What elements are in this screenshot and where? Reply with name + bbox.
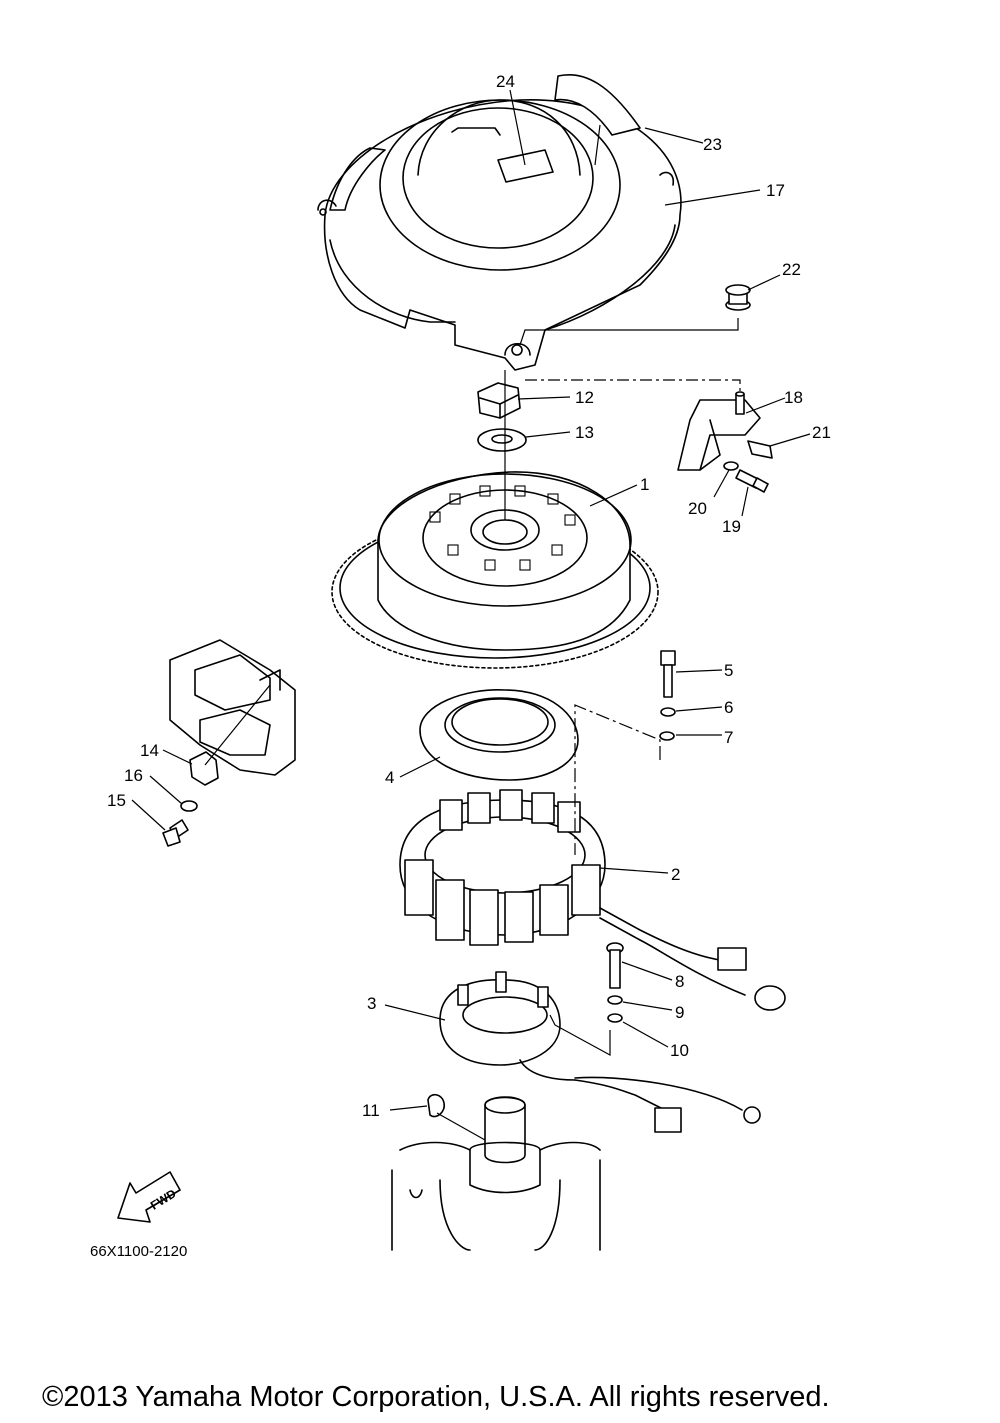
callout-7: 7 xyxy=(724,728,733,747)
callout-13: 13 xyxy=(575,423,594,442)
washer-6 xyxy=(660,707,676,717)
screw-15 xyxy=(162,819,189,847)
callout-24: 24 xyxy=(496,72,515,91)
leader-lines xyxy=(131,89,811,1141)
callout-17: 17 xyxy=(766,181,785,200)
plate-outline xyxy=(169,639,296,776)
flywheel-cover xyxy=(317,99,682,371)
callout-21: 21 xyxy=(812,423,831,442)
clip-21 xyxy=(747,440,773,459)
crankcase xyxy=(391,1096,601,1251)
callout-4: 4 xyxy=(385,768,394,787)
callout-1: 1 xyxy=(640,475,649,494)
callout-3: 3 xyxy=(367,994,376,1013)
callout-11: 11 xyxy=(362,1101,380,1120)
flywheel-1 xyxy=(331,471,659,669)
bracket-18 xyxy=(677,391,761,471)
washer-13 xyxy=(477,428,527,452)
bracket-14 xyxy=(189,751,219,786)
bolt-19 xyxy=(735,469,769,493)
washer-9 xyxy=(607,995,623,1005)
callout-9: 9 xyxy=(675,1003,684,1022)
copyright: ©2013 Yamaha Motor Corporation, U.S.A. A… xyxy=(42,1381,830,1413)
pulser-coil-3 xyxy=(439,971,761,1133)
nut-12 xyxy=(477,382,521,419)
callout-16: 16 xyxy=(124,766,143,785)
callout-5: 5 xyxy=(724,661,733,680)
callout-15: 15 xyxy=(107,791,126,810)
fwd-arrow: FWD xyxy=(117,1171,181,1223)
ring-4 xyxy=(419,689,579,781)
key-11 xyxy=(427,1093,446,1118)
screw-8 xyxy=(606,942,624,989)
washer-10 xyxy=(607,1013,623,1023)
callout-18: 18 xyxy=(784,388,803,407)
washer-20 xyxy=(723,461,739,471)
callout-19: 19 xyxy=(722,517,741,536)
callout-2: 2 xyxy=(671,865,680,884)
grommet-22 xyxy=(725,284,751,311)
callout-10: 10 xyxy=(670,1041,689,1060)
label-24 xyxy=(497,149,554,183)
callout-20: 20 xyxy=(688,499,707,518)
stator-2 xyxy=(399,789,786,1011)
callouts: 24 23 17 22 12 18 13 21 1 20 19 5 6 7 14… xyxy=(107,72,831,1120)
washer-7 xyxy=(659,731,675,741)
callout-23: 23 xyxy=(703,135,722,154)
callout-6: 6 xyxy=(724,698,733,717)
label-23 xyxy=(554,74,641,136)
part-code: 66X1100-2120 xyxy=(90,1243,187,1260)
callout-22: 22 xyxy=(782,260,801,279)
washer-16 xyxy=(180,800,198,812)
callout-8: 8 xyxy=(675,972,684,991)
bolt-5 xyxy=(660,650,676,698)
callout-12: 12 xyxy=(575,388,594,407)
callout-14: 14 xyxy=(140,741,159,760)
